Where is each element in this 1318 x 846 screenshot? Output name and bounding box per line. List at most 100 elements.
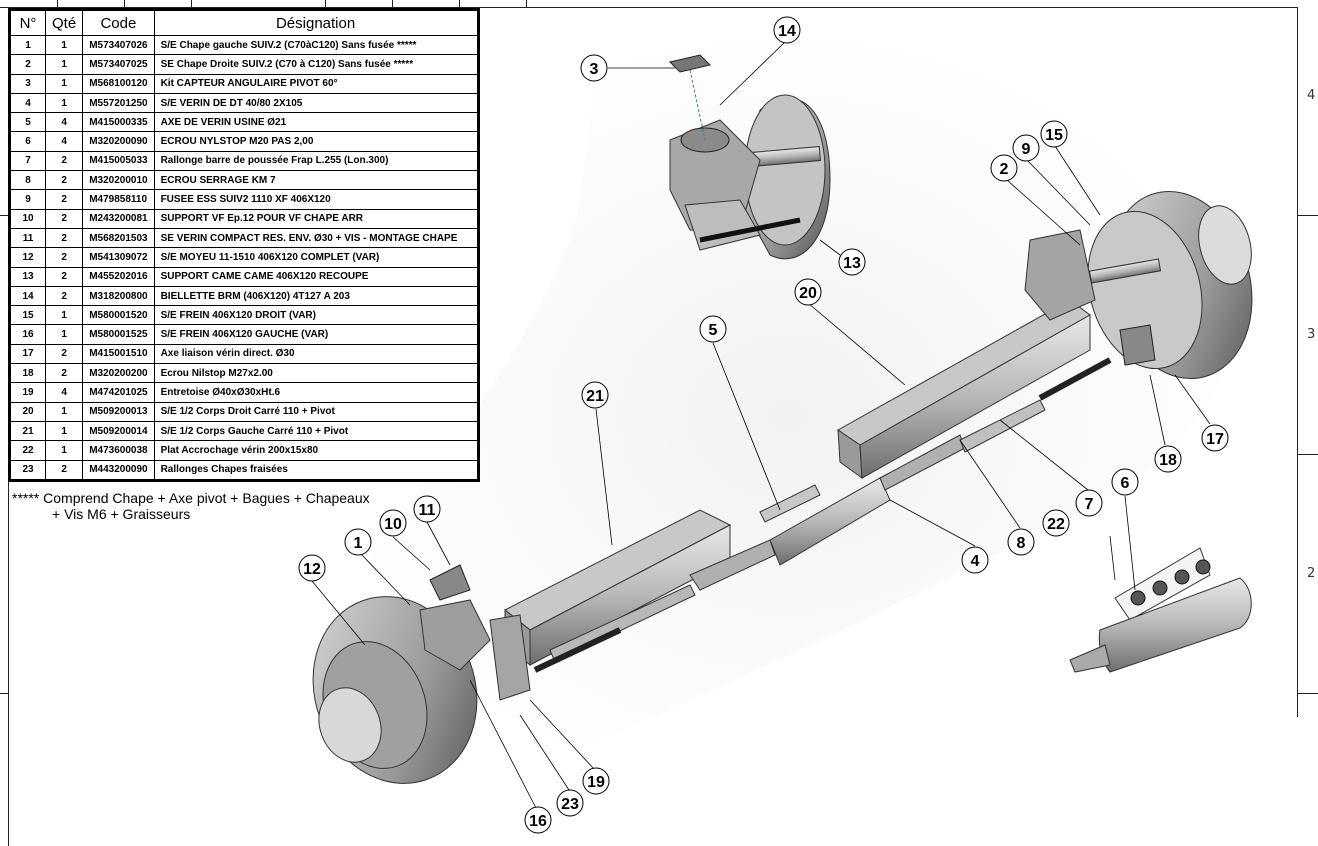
cell-code: M415000335	[82, 112, 155, 133]
cell-designation: FUSEE ESS SUIV2 1110 XF 406X120	[153, 189, 479, 210]
leader-lines	[311, 41, 1211, 809]
balloon-label: 22	[1047, 516, 1065, 533]
cell-no: 23	[9, 459, 46, 481]
cell-code: M320200090	[82, 131, 155, 152]
balloon-label: 4	[971, 553, 980, 570]
cell-no: 8	[9, 170, 46, 191]
cell-code: M557201250	[82, 92, 155, 114]
frame-tick	[526, 0, 527, 7]
balloon-label: 15	[1045, 127, 1063, 144]
balloon-label: 14	[778, 23, 796, 40]
balloon-7: 7	[1075, 489, 1103, 517]
mounting-plate-detail	[1069, 547, 1252, 673]
cell-code: M320200010	[82, 170, 155, 191]
cell-no: 19	[9, 382, 46, 403]
cell-qty: 2	[44, 285, 84, 307]
cell-no: 6	[9, 131, 46, 152]
frame-tick	[1298, 693, 1318, 694]
frame-tick	[1298, 215, 1318, 216]
cell-qty: 1	[44, 324, 84, 345]
column-header-no: N°	[9, 9, 46, 36]
cell-code: M479858110	[82, 189, 155, 210]
frame-tick	[0, 215, 8, 216]
cell-no: 18	[9, 363, 46, 384]
column-header-designation: Désignation	[153, 9, 479, 36]
cell-no: 9	[9, 189, 46, 210]
cell-no: 2	[9, 54, 46, 75]
balloon-label: 21	[586, 388, 604, 405]
balloon-23: 23	[556, 789, 584, 817]
cell-designation: SUPPORT VF Ep.12 POUR VF CHAPE ARR	[153, 208, 479, 229]
cell-code: M509200014	[82, 420, 155, 442]
cell-qty: 1	[44, 440, 84, 461]
cell-qty: 2	[44, 363, 84, 384]
cell-qty: 1	[44, 54, 84, 75]
cell-designation: AXE DE VERIN USINE Ø21	[153, 112, 479, 133]
zone-label-4: 4	[1307, 88, 1316, 103]
balloon-2: 2	[990, 154, 1018, 182]
cell-designation: Rallonges Chapes fraisées	[153, 459, 479, 481]
cell-qty: 2	[44, 459, 84, 481]
table-header-row: N° Qté Code Désignation	[9, 9, 479, 36]
cell-designation: S/E 1/2 Corps Droit Carré 110 + Pivot	[153, 401, 479, 422]
cell-no: 21	[9, 420, 46, 442]
frame-tick	[0, 693, 8, 694]
cell-designation: Ecrou Nilstop M27x2.00	[153, 363, 479, 384]
cell-no: 13	[9, 266, 46, 287]
cell-no: 12	[9, 247, 46, 268]
cell-qty: 1	[44, 401, 84, 422]
cell-qty: 2	[44, 189, 84, 210]
cell-designation: ECROU SERRAGE KM 7	[153, 170, 479, 191]
balloon-label: 18	[1159, 452, 1177, 469]
cell-code: M318200800	[82, 285, 155, 307]
cell-code: M580001520	[82, 305, 155, 326]
cell-code: M568201503	[82, 227, 155, 249]
cell-designation: Kit CAPTEUR ANGULAIRE PIVOT 60°	[153, 73, 479, 94]
balloon-11: 11	[413, 495, 441, 523]
balloon-label: 16	[529, 813, 547, 830]
frame-tick	[392, 0, 393, 7]
cell-no: 4	[9, 92, 46, 114]
cell-designation: SE VERIN COMPACT RES. ENV. Ø30 + VIS - M…	[153, 227, 479, 249]
right-wheel-end	[1024, 190, 1253, 380]
cell-code: M443200090	[82, 459, 155, 481]
zone-label-2: 2	[1307, 566, 1316, 581]
balloon-22: 22	[1042, 509, 1070, 537]
cell-designation: Entretoise Ø40xØ30xHt.6	[153, 382, 479, 403]
balloon-20: 20	[794, 278, 822, 306]
cell-code: M509200013	[82, 401, 155, 422]
balloon-label: 12	[303, 561, 321, 578]
cell-qty: 2	[44, 343, 84, 365]
balloon-17: 17	[1201, 424, 1229, 452]
balloon-6: 6	[1111, 468, 1139, 496]
balloon-label: 17	[1206, 431, 1224, 448]
cell-code: M573407026	[82, 34, 155, 56]
frame-tick	[191, 0, 192, 7]
cell-code: M415005033	[82, 150, 155, 172]
balloon-9: 9	[1012, 134, 1040, 162]
zone-label-3: 3	[1307, 327, 1316, 342]
cell-code: M415001510	[82, 343, 155, 365]
cell-qty: 1	[44, 305, 84, 326]
cell-code: M455202016	[82, 266, 155, 287]
cell-qty: 4	[44, 131, 84, 152]
column-header-qty: Qté	[44, 9, 84, 36]
frame-tick	[459, 0, 460, 7]
frame-top-border	[0, 7, 1298, 8]
balloon-10: 10	[379, 509, 407, 537]
balloon-label: 13	[843, 255, 861, 272]
balloon-label: 19	[587, 774, 605, 791]
cell-qty: 1	[44, 420, 84, 442]
